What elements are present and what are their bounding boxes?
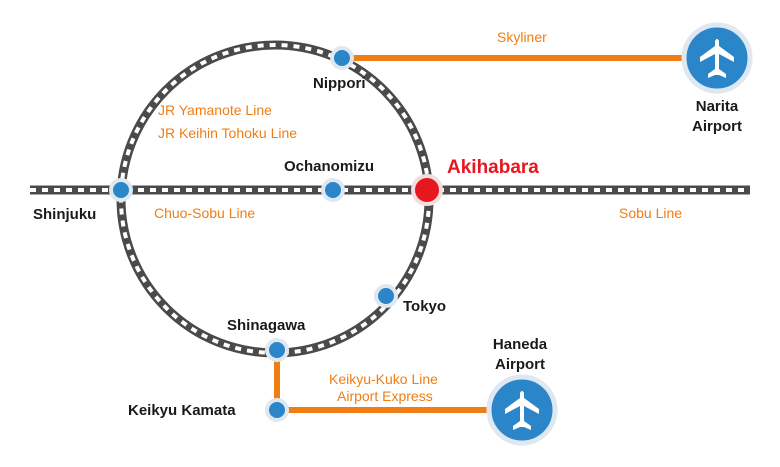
station-tokyo[interactable] [374, 284, 398, 308]
station-labels: Nippori Shinjuku Ochanomizu Akihabara To… [33, 75, 539, 419]
line-labels: Skyliner JR Yamanote Line JR Keihin Toho… [154, 29, 682, 404]
label-nippori: Nippori [313, 75, 366, 92]
station-nippori[interactable] [330, 46, 354, 70]
station-shinjuku[interactable] [109, 178, 133, 202]
label-airport-express: Airport Express [337, 388, 433, 404]
label-keikyu-kuko: Keikyu-Kuko Line [329, 371, 438, 387]
label-narita-line2: Airport [692, 118, 742, 135]
stations [109, 46, 443, 422]
label-narita-line1: Narita [696, 98, 739, 115]
label-akihabara: Akihabara [447, 157, 539, 178]
label-jr-yamanote: JR Yamanote Line [158, 102, 272, 118]
label-tokyo: Tokyo [403, 298, 446, 315]
label-chuo-sobu: Chuo-Sobu Line [154, 205, 255, 221]
station-shinagawa[interactable] [265, 338, 289, 362]
station-akihabara[interactable] [411, 174, 443, 206]
station-keikyu-kamata[interactable] [265, 398, 289, 422]
station-ochanomizu[interactable] [321, 178, 345, 202]
label-haneda-line2: Airport [495, 356, 545, 373]
label-jr-keihin-tohoku: JR Keihin Tohoku Line [158, 125, 297, 141]
haneda-airport[interactable] [486, 374, 558, 446]
label-haneda-line1: Haneda [493, 336, 548, 353]
airport-labels: Narita Airport Haneda Airport [493, 98, 742, 373]
narita-airport[interactable] [681, 22, 753, 94]
label-ochanomizu: Ochanomizu [284, 158, 374, 175]
label-sobu: Sobu Line [619, 205, 682, 221]
label-keikyu-kamata: Keikyu Kamata [128, 402, 236, 419]
orange-lines [274, 55, 700, 413]
label-skyliner: Skyliner [497, 29, 547, 45]
label-shinagawa: Shinagawa [227, 317, 306, 334]
label-shinjuku: Shinjuku [33, 206, 96, 223]
